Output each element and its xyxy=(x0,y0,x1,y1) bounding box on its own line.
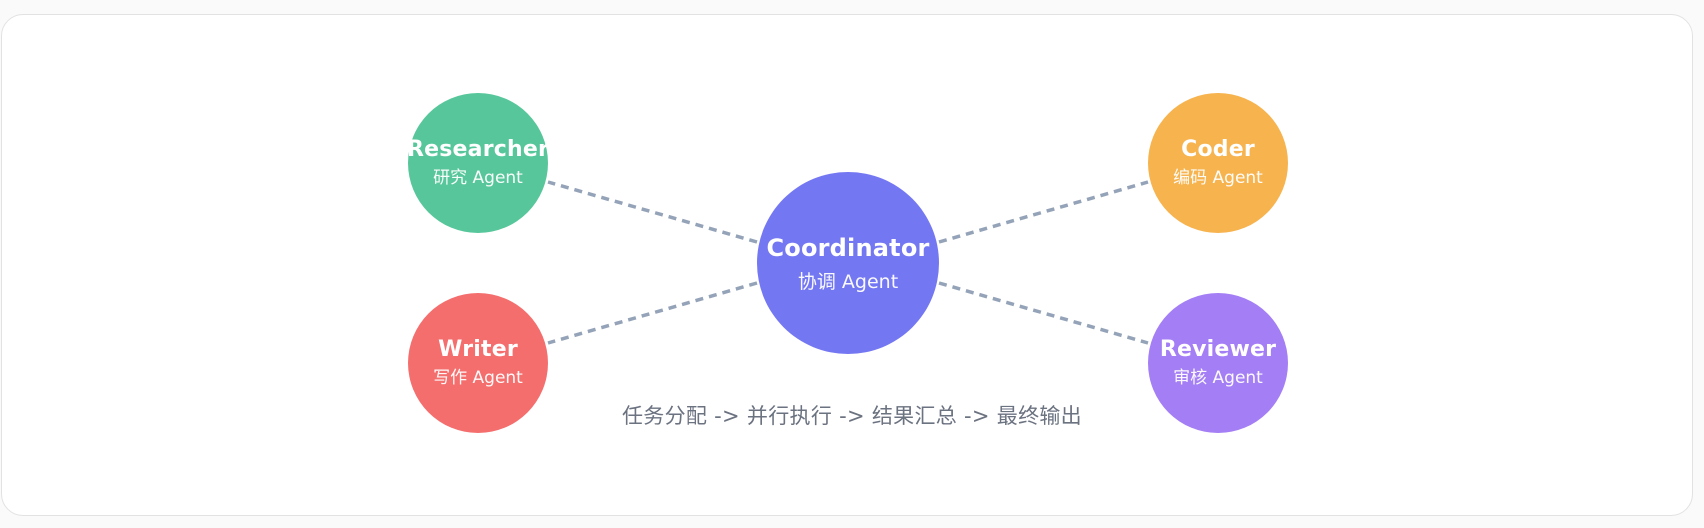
researcher-subtitle: 研究 Agent xyxy=(433,168,523,188)
link-coordinator-reviewer xyxy=(938,281,1149,345)
writer-node: Writer 写作 Agent xyxy=(408,293,548,433)
workflow-caption: 任务分配 -> 并行执行 -> 结果汇总 -> 最终输出 xyxy=(622,404,1082,428)
coder-subtitle: 编码 Agent xyxy=(1173,168,1263,188)
coordinator-node: Coordinator 协调 Agent xyxy=(757,172,939,354)
reviewer-name: Reviewer xyxy=(1159,337,1277,362)
coder-node: Coder 编码 Agent xyxy=(1148,93,1288,233)
writer-subtitle: 写作 Agent xyxy=(433,368,523,388)
researcher-name: Researcher xyxy=(406,137,550,162)
researcher-node: Researcher 研究 Agent xyxy=(406,93,550,233)
coder-name: Coder xyxy=(1181,137,1255,162)
link-coordinator-researcher xyxy=(547,180,758,244)
reviewer-subtitle: 审核 Agent xyxy=(1173,368,1263,388)
link-coordinator-coder xyxy=(938,180,1149,244)
coordinator-name: Coordinator xyxy=(766,234,930,262)
link-coordinator-writer xyxy=(547,281,758,345)
coordinator-subtitle: 协调 Agent xyxy=(797,271,899,293)
reviewer-node: Reviewer 审核 Agent xyxy=(1148,293,1288,433)
writer-name: Writer xyxy=(438,337,518,362)
